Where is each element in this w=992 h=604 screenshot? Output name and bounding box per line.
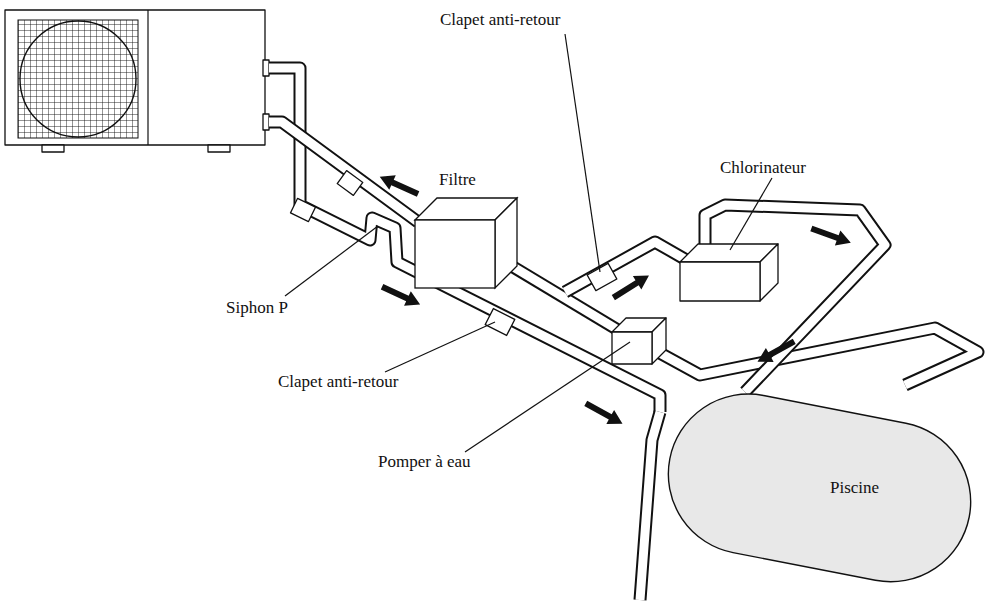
part-label: Siphon P	[226, 298, 288, 318]
pipe-fittings	[291, 171, 617, 336]
valve-label: Clapet anti-retour	[440, 10, 560, 30]
filter-box: Filtre	[410, 168, 522, 293]
valve-label: Clapet anti-retour	[278, 372, 398, 392]
chlorinator	[680, 244, 778, 301]
node-text: Piscine	[830, 478, 879, 498]
pool-shape: Piscine	[645, 370, 990, 600]
heat-pump-unit	[5, 10, 269, 152]
flow-arrows	[376, 170, 853, 431]
part-label: Pomper à eau	[378, 452, 471, 472]
node-text: Filtre	[439, 170, 476, 190]
part-label: Chlorinateur	[720, 158, 806, 178]
pool-outline	[645, 370, 990, 600]
water-pump	[612, 318, 666, 364]
